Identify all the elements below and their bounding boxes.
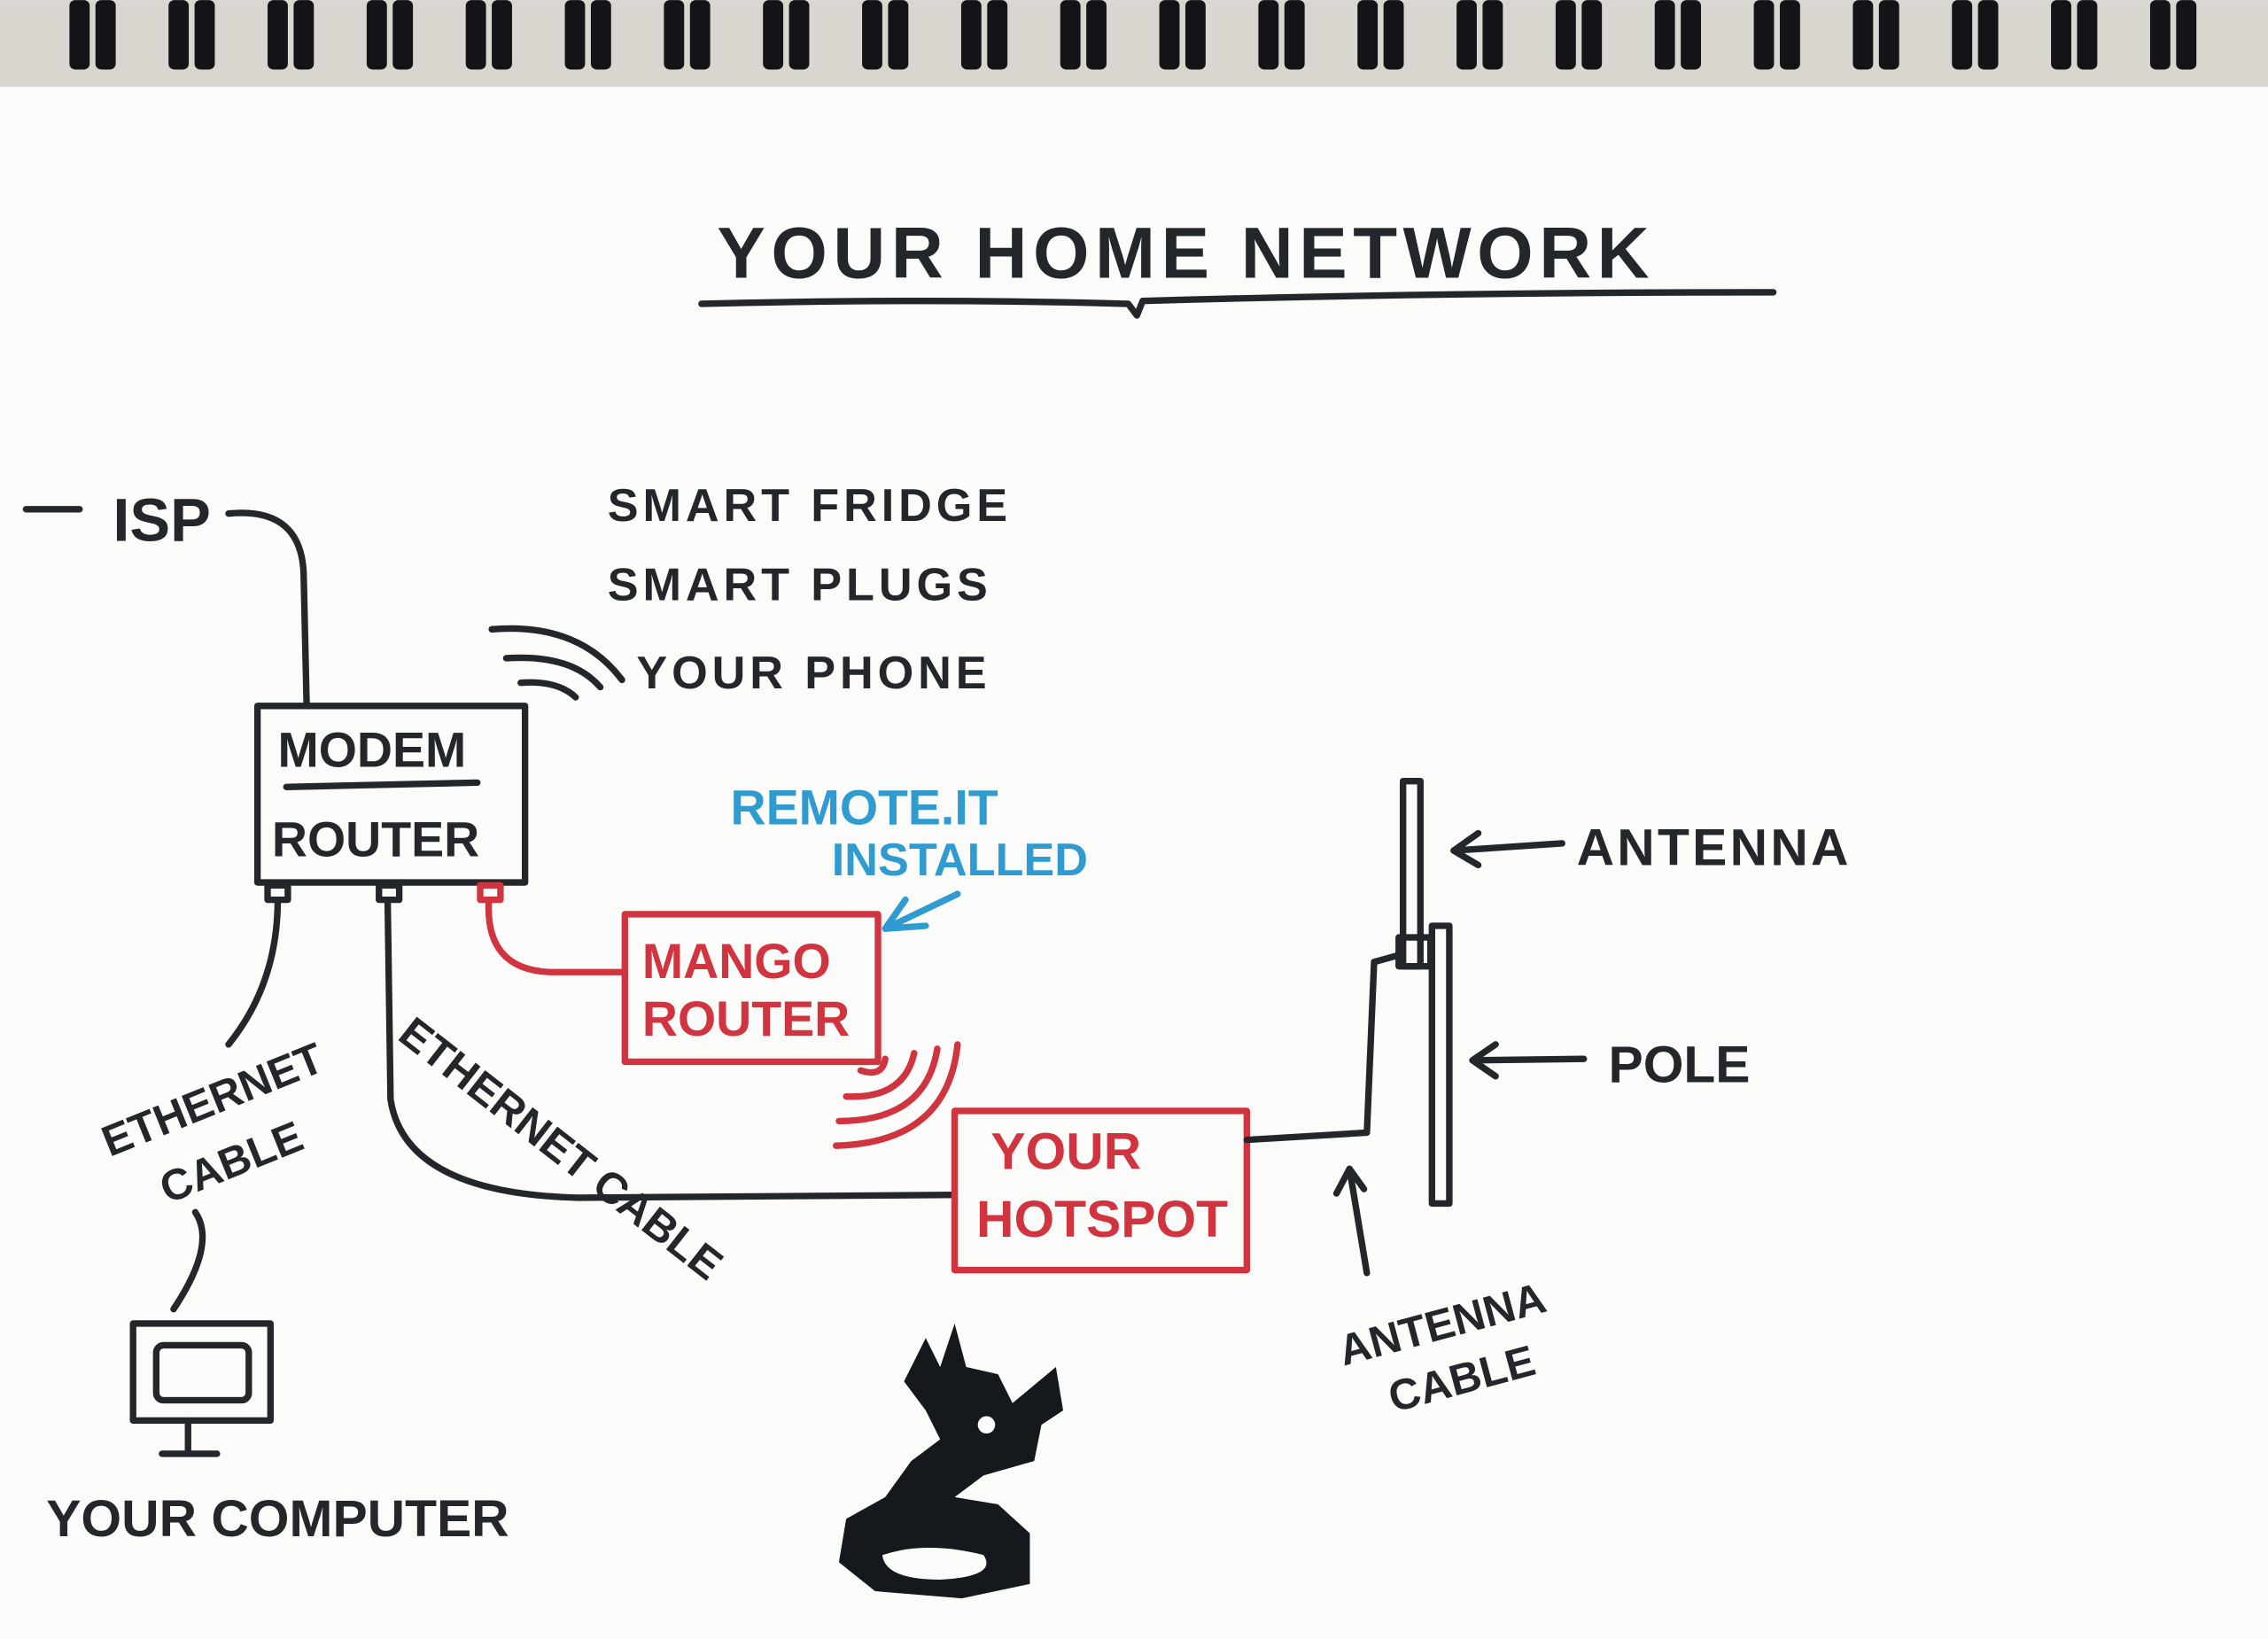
- remoteit-label-2: Installed: [832, 835, 1088, 886]
- binding-ring: [788, 0, 810, 70]
- binding-ring: [1681, 0, 1701, 70]
- modem-router-box: Modem Router: [253, 703, 529, 904]
- wifi-waves-mango-icon: [833, 1041, 961, 1149]
- binding-ring: [2176, 0, 2197, 70]
- isp-line: [225, 509, 310, 710]
- binding-ring: [1878, 0, 1899, 70]
- binding-ring: [862, 0, 882, 70]
- antenna-cable-arrow-icon: [1332, 1165, 1371, 1277]
- binding-ring: [987, 0, 1008, 70]
- binding-ring: [1852, 0, 1874, 70]
- binding-ring: [1086, 0, 1107, 70]
- binding-ring: [888, 0, 909, 70]
- pole-arrow-icon: [1469, 1041, 1588, 1080]
- binding-ring: [664, 0, 685, 70]
- binding-ring: [268, 0, 288, 70]
- hotspot-box: Your Hotspot: [951, 1107, 1251, 1274]
- binding-ring: [1258, 0, 1279, 70]
- binding-ring: [1753, 0, 1775, 70]
- binding-ring: [95, 0, 116, 70]
- background-strip: [0, 0, 2268, 88]
- wifi-waves-modem-icon: [488, 625, 625, 701]
- binding-ring: [564, 0, 586, 70]
- spiral-binding: [69, 0, 2197, 70]
- antenna-label: Antenna: [1577, 819, 1852, 876]
- binding-ring: [1482, 0, 1503, 70]
- mango-router-label: Router: [642, 991, 850, 1046]
- antenna-cable-line: [1243, 951, 1404, 1144]
- binding-ring: [689, 0, 711, 70]
- binding-ring: [1383, 0, 1404, 70]
- binding-ring: [1284, 0, 1305, 70]
- title-underline: [698, 289, 1777, 319]
- binding-ring: [194, 0, 215, 70]
- binding-ring: [1159, 0, 1180, 70]
- binding-ring: [465, 0, 486, 70]
- diagram-title: Your Home Network: [717, 214, 1655, 294]
- remoteit-arrow-icon: [882, 890, 961, 932]
- binding-ring: [1977, 0, 1999, 70]
- hotspot-label-1: Your: [990, 1122, 1141, 1180]
- computer-cable-line: [170, 1208, 206, 1313]
- binding-ring: [1654, 0, 1675, 70]
- modem-to-mango-line: [485, 896, 628, 975]
- binding-ring: [1555, 0, 1576, 70]
- device-smart-fridge: Smart Fridge: [608, 480, 1012, 532]
- binding-ring: [168, 0, 190, 70]
- binding-ring: [492, 0, 512, 70]
- binding-ring: [293, 0, 315, 70]
- binding-ring: [590, 0, 611, 70]
- binding-ring: [392, 0, 414, 70]
- binding-ring: [1060, 0, 1081, 70]
- antenna-arrow-icon: [1450, 829, 1565, 869]
- binding-ring: [763, 0, 784, 70]
- pole-icon: [1428, 922, 1453, 1208]
- ethernet-cable-middle-line: [384, 896, 959, 1201]
- binding-ring: [1357, 0, 1379, 70]
- binding-ring: [1952, 0, 1973, 70]
- binding-ring: [2077, 0, 2098, 70]
- binding-ring: [2051, 0, 2071, 70]
- pole-label: Pole: [1609, 1036, 1751, 1093]
- computer-icon: [129, 1320, 274, 1457]
- device-smart-plugs: Smart Plugs: [608, 560, 992, 611]
- isp-label: ISP: [113, 486, 211, 555]
- computer-label: Your Computer: [46, 1490, 509, 1548]
- binding-ring: [2149, 0, 2171, 70]
- router-label: Router: [272, 812, 479, 867]
- device-your-phone: Your Phone: [636, 648, 990, 699]
- modem-label: Modem: [277, 722, 466, 777]
- binding-ring: [366, 0, 387, 70]
- mango-router-box: Mango Router: [621, 911, 882, 1066]
- binding-ring: [1456, 0, 1477, 70]
- hotspot-label-2: Hotspot: [976, 1191, 1228, 1248]
- remoteit-label-1: Remote.it: [730, 781, 998, 835]
- binding-ring: [1779, 0, 1800, 70]
- mascot-logo-icon: [838, 1323, 1063, 1599]
- binding-ring: [960, 0, 982, 70]
- binding-ring: [1184, 0, 1206, 70]
- ethernet-cable-left-line: [225, 896, 282, 1048]
- binding-ring: [69, 0, 90, 70]
- binding-ring: [1581, 0, 1603, 70]
- mango-label: Mango: [642, 934, 831, 989]
